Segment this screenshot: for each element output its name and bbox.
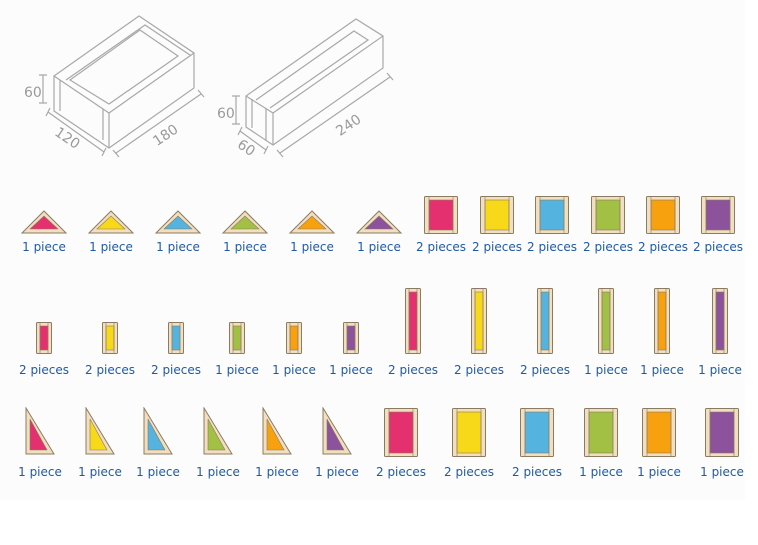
purple-long-bar-block <box>712 288 728 354</box>
blue-rectangle-block <box>520 408 554 457</box>
box-b-length-label: 240 <box>333 112 364 140</box>
purple-triangle-block <box>356 210 402 234</box>
piece-count-label: 1 piece <box>698 363 742 377</box>
purple-right-triangle-block <box>322 407 352 455</box>
box-a-drawing: 60 120 180 60 60 240 <box>24 15 394 160</box>
green-right-triangle-block <box>203 407 233 455</box>
piece-count-label: 1 piece <box>156 240 200 254</box>
background-panel <box>0 0 745 500</box>
piece-count-label: 1 piece <box>315 465 359 479</box>
piece-count-label: 2 pieces <box>415 240 467 254</box>
piece-count-label: 2 pieces <box>511 465 563 479</box>
yellow-triangle-block <box>88 210 134 234</box>
green-long-bar-block <box>598 288 614 354</box>
pink-triangle-block <box>21 210 67 234</box>
yellow-square-block <box>480 196 514 234</box>
pink-long-bar-block <box>405 288 421 354</box>
yellow-right-triangle-block <box>85 407 115 455</box>
purple-rectangle-block <box>705 408 739 457</box>
pink-square-block <box>424 196 458 234</box>
piece-count-label: 1 piece <box>223 240 267 254</box>
piece-count-label: 1 piece <box>579 465 623 479</box>
green-short-bar-block <box>229 322 245 354</box>
pink-short-bar-block <box>36 322 52 354</box>
blue-long-bar-block <box>537 288 553 354</box>
green-triangle-block <box>222 210 268 234</box>
box-a-width-label: 120 <box>51 124 82 152</box>
piece-count-label: 1 piece <box>637 465 681 479</box>
box-b-width-label: 60 <box>234 137 258 160</box>
box-b-height-label: 60 <box>217 106 235 122</box>
orange-long-bar-block <box>654 288 670 354</box>
yellow-rectangle-block <box>452 408 486 457</box>
piece-count-label: 1 piece <box>357 240 401 254</box>
orange-short-bar-block <box>286 322 302 354</box>
green-rectangle-block <box>584 408 618 457</box>
blue-short-bar-block <box>168 322 184 354</box>
yellow-long-bar-block <box>471 288 487 354</box>
piece-count-label: 1 piece <box>18 465 62 479</box>
piece-count-label: 2 pieces <box>387 363 439 377</box>
pink-rectangle-block <box>384 408 418 457</box>
yellow-short-bar-block <box>102 322 118 354</box>
purple-square-block <box>701 196 735 234</box>
blue-square-block <box>535 196 569 234</box>
piece-count-label: 2 pieces <box>375 465 427 479</box>
piece-count-label: 1 piece <box>700 465 744 479</box>
piece-count-label: 2 pieces <box>471 240 523 254</box>
green-square-block <box>591 196 625 234</box>
orange-right-triangle-block <box>262 407 292 455</box>
orange-square-block <box>646 196 680 234</box>
purple-short-bar-block <box>343 322 359 354</box>
piece-count-label: 2 pieces <box>692 240 744 254</box>
piece-count-label: 2 pieces <box>150 363 202 377</box>
pink-right-triangle-block <box>25 407 55 455</box>
piece-count-label: 1 piece <box>584 363 628 377</box>
piece-count-label: 2 pieces <box>453 363 505 377</box>
piece-count-label: 1 piece <box>196 465 240 479</box>
piece-count-label: 1 piece <box>290 240 334 254</box>
piece-count-label: 1 piece <box>215 363 259 377</box>
piece-count-label: 1 piece <box>329 363 373 377</box>
piece-count-label: 1 piece <box>272 363 316 377</box>
piece-count-label: 2 pieces <box>637 240 689 254</box>
orange-rectangle-block <box>642 408 676 457</box>
piece-count-label: 2 pieces <box>18 363 70 377</box>
piece-count-label: 2 pieces <box>526 240 578 254</box>
piece-count-label: 2 pieces <box>84 363 136 377</box>
blue-triangle-block <box>155 210 201 234</box>
orange-triangle-block <box>289 210 335 234</box>
piece-count-label: 2 pieces <box>519 363 571 377</box>
piece-count-label: 1 piece <box>640 363 684 377</box>
piece-count-label: 1 piece <box>89 240 133 254</box>
box-a-height-label: 60 <box>24 85 42 101</box>
blue-right-triangle-block <box>143 407 173 455</box>
piece-count-label: 1 piece <box>255 465 299 479</box>
piece-count-label: 2 pieces <box>582 240 634 254</box>
piece-count-label: 1 piece <box>78 465 122 479</box>
piece-count-label: 1 piece <box>22 240 66 254</box>
piece-count-label: 2 pieces <box>443 465 495 479</box>
piece-count-label: 1 piece <box>136 465 180 479</box>
